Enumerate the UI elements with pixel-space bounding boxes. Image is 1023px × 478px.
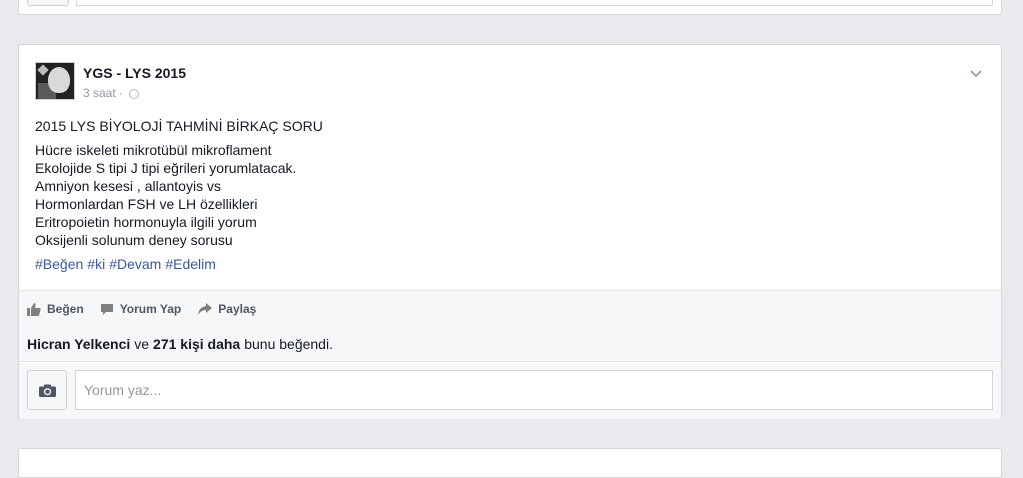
liker-name-link[interactable]: Hicran Yelkenci [27,336,131,352]
other-likers-link[interactable]: 271 kişi daha [153,336,241,352]
previous-camera-button[interactable] [27,0,69,6]
comment-label: Yorum Yap [119,302,182,316]
hashtag-link[interactable]: #Devam [109,256,162,272]
post-body: 2015 LYS BİYOLOJİ TAHMİNİ BİRKAÇ SORU Hü… [35,117,985,273]
page-avatar[interactable] [35,62,75,100]
comment-icon [100,304,113,315]
attach-photo-button[interactable] [27,370,67,410]
camera-icon [38,384,56,397]
like-button[interactable]: Beğen [27,302,84,316]
post-lines: Hücre iskeleti mikrotübül mikroflament E… [35,141,985,249]
page-name-link[interactable]: YGS - LYS 2015 [83,65,186,81]
post-line: Hücre iskeleti mikrotübül mikroflament [35,142,272,158]
comment-input[interactable] [75,370,993,410]
post-timestamp[interactable]: 3 saat [83,86,116,100]
post-line: Ekolojide S tipi J tipi eğrileri yorumla… [35,160,297,176]
post-line: Hormonlardan FSH ve LH özellikleri [35,196,258,212]
previous-post-card [18,0,1002,15]
comment-button[interactable]: Yorum Yap [100,302,182,316]
hashtag-link[interactable]: #ki [87,256,106,272]
likes-suffix: bunu beğendi. [244,336,333,352]
thumbs-up-icon [27,303,41,316]
post-actions: Beğen Yorum Yap Paylaş [19,290,1001,328]
share-label: Paylaş [218,302,257,316]
next-post-card [18,448,1002,478]
post-line: Eritropoietin hormonuyla ilgili yorum [35,214,257,230]
hashtag-link[interactable]: #Edelim [165,256,216,272]
post-title: 2015 LYS BİYOLOJİ TAHMİNİ BİRKAÇ SORU [35,118,323,134]
hashtag-link[interactable]: #Beğen [35,256,84,272]
post-header: YGS - LYS 2015 3 saat · [35,62,985,102]
comment-composer [19,363,1001,419]
post-line: Oksijenli solunum deney sorusu [35,232,233,248]
share-button[interactable]: Paylaş [197,302,256,316]
like-label: Beğen [47,302,84,316]
share-arrow-icon [198,302,213,315]
likes-summary: Hicran Yelkenci ve 271 kişi daha bunu be… [19,327,1001,362]
post-meta: 3 saat · [83,86,139,100]
previous-comment-input[interactable] [76,0,993,6]
likes-conjunction: ve [134,336,150,352]
globe-icon [128,89,139,99]
meta-separator: · [118,86,123,100]
post-card: YGS - LYS 2015 3 saat · 2015 LYS BİYOLOJ… [18,44,1002,419]
hashtags: #Beğen #ki #Devam #Edelim [35,255,985,273]
post-line: Amniyon kesesi , allantoyis vs [35,178,221,194]
chevron-down-icon[interactable] [969,66,983,80]
